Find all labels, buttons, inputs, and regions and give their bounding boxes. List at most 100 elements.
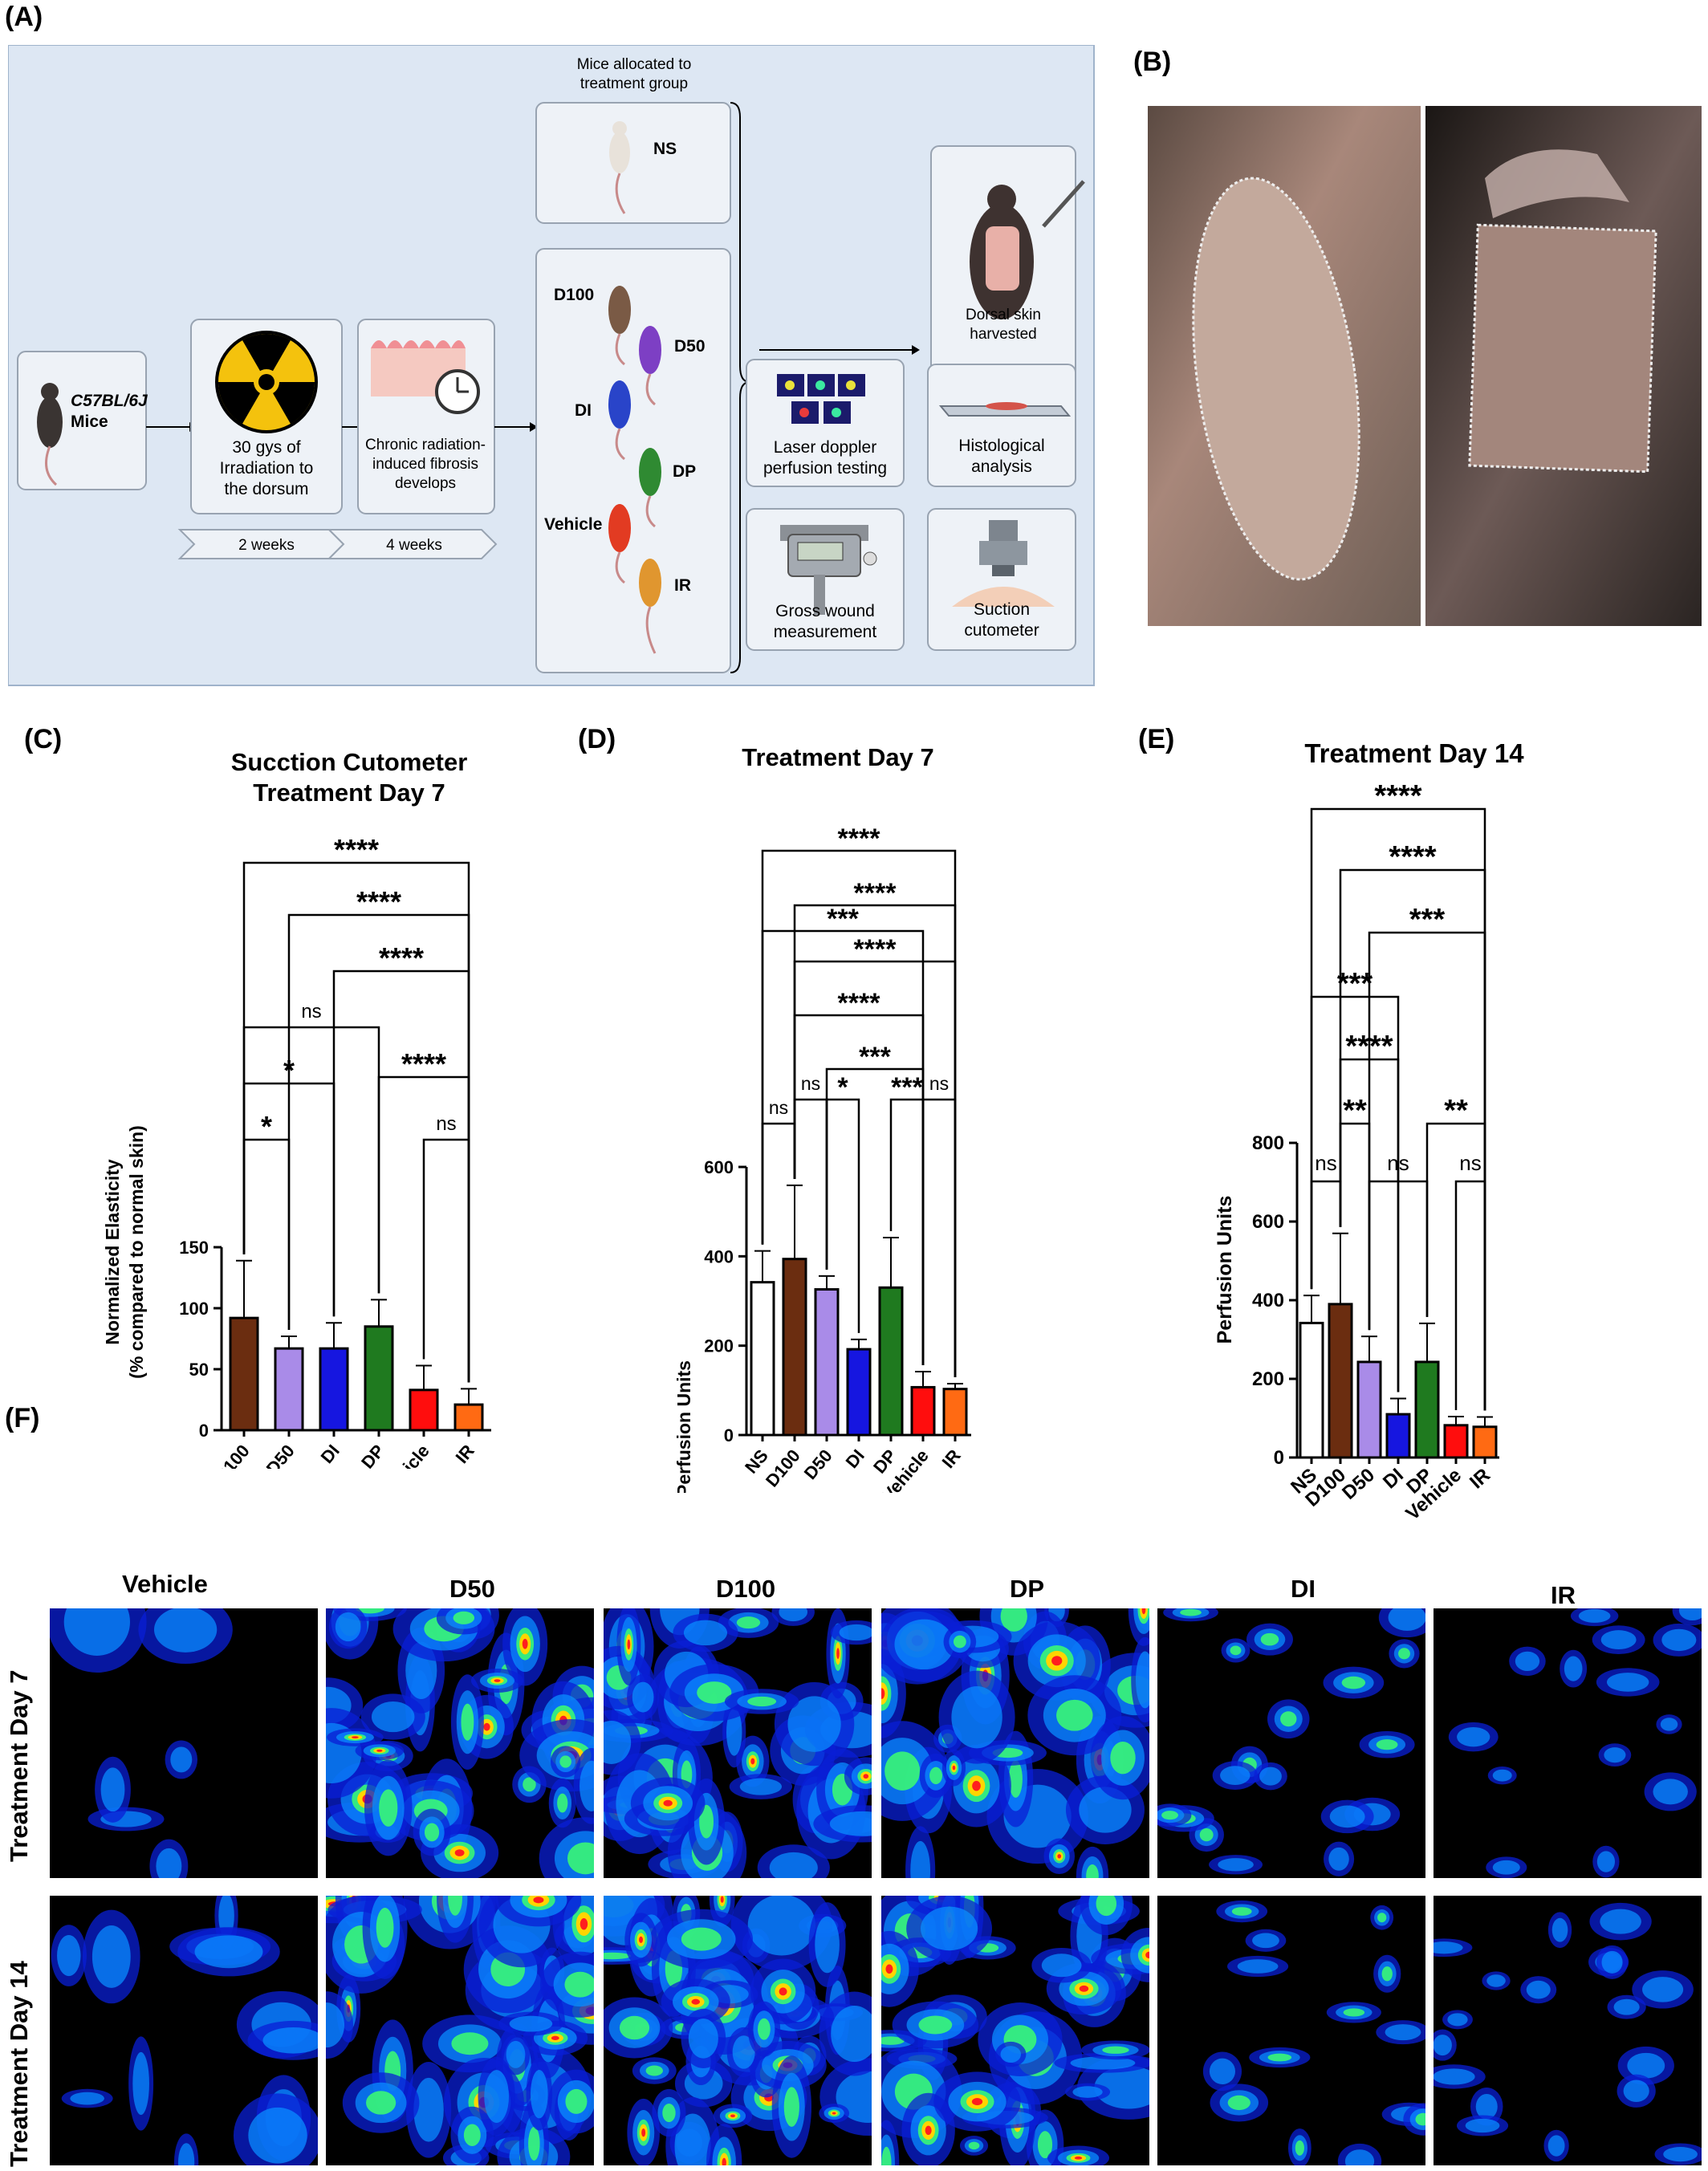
- significance-label: ****: [838, 823, 881, 854]
- x-tick-label: DI: [317, 1441, 344, 1467]
- dorsal-harvest-icon: [970, 180, 1085, 319]
- significance-bracket: [1310, 807, 1486, 1411]
- significance-label: ****: [401, 1047, 446, 1080]
- chart-e: Treatment Day 14 Perfusion Units 0200400…: [1214, 738, 1524, 1525]
- ns-mouse-icon: [609, 121, 630, 214]
- heatmap-col-vehicle: Vehicle: [122, 1570, 208, 1598]
- panel-label-c: (C): [24, 724, 63, 754]
- significance-bracket: [242, 1026, 380, 1294]
- bar-dp: [878, 1286, 904, 1437]
- bar-dp: [364, 1325, 394, 1432]
- perfusion-heatmap-di-day7: [1157, 1608, 1425, 1878]
- y-tick-label: 0: [199, 1421, 209, 1441]
- heatmap-col-d100: D100: [716, 1575, 776, 1603]
- mouse-strain-label: C57BL/6J Mice: [71, 392, 152, 431]
- bar-dp: [1414, 1360, 1440, 1459]
- x-tick-label: D50: [1338, 1464, 1379, 1504]
- y-tick-label: 400: [704, 1246, 734, 1266]
- chart-c-title-line2: Treatment Day 7: [253, 779, 445, 807]
- y-tick-label: 600: [1252, 1211, 1284, 1233]
- heatmap-col-dp: DP: [1010, 1575, 1045, 1603]
- bar-vehicle: [910, 1385, 936, 1437]
- significance-label: ****: [854, 878, 897, 909]
- significance-bracket: [1339, 1122, 1371, 1331]
- skin-tissue-icon: [371, 340, 480, 414]
- significance-label: ***: [827, 904, 859, 934]
- significance-bracket: [1310, 1180, 1342, 1290]
- y-tick-label: 200: [1252, 1368, 1284, 1390]
- group-ir: IR: [674, 576, 691, 595]
- bar-d50: [1356, 1360, 1382, 1459]
- chart-d: Treatment Day 7 Perfusion Units 02004006…: [673, 743, 971, 1493]
- bar-d50: [274, 1347, 304, 1432]
- panel-label-a: (A): [5, 2, 43, 32]
- significance-label: ****: [379, 941, 424, 974]
- x-tick-label: D50: [262, 1441, 299, 1469]
- significance-label: *: [261, 1110, 272, 1143]
- bar-ir: [942, 1388, 968, 1437]
- perfusion-heatmap-di-day14: [1157, 1896, 1425, 2165]
- significance-bracket: [761, 1122, 796, 1245]
- significance-bracket: [1454, 1180, 1486, 1411]
- chart-d-ylabel: Perfusion Units: [673, 1360, 694, 1493]
- significance-bracket: [422, 1138, 470, 1383]
- perfusion-heatmap-ir-day14: [1434, 1896, 1702, 2165]
- panel-label-e: (E): [1138, 724, 1175, 754]
- chart-c-ylabel-line1: Normalized Elasticity: [102, 1159, 123, 1345]
- significance-bracket: [921, 1098, 957, 1377]
- significance-label: *: [837, 1072, 848, 1103]
- chart-c-ylabel-line2: (% compared to normal skin): [126, 1125, 147, 1379]
- chart-c: Sucction Cutometer Treatment Day 7 Norma…: [102, 748, 491, 1469]
- significance-label: ***: [1409, 903, 1446, 937]
- bar-d100: [229, 1316, 259, 1432]
- significance-label: ****: [356, 885, 401, 918]
- significance-bracket: [242, 861, 470, 1383]
- mouse-icon: [37, 383, 63, 486]
- perfusion-heatmap-dp-day14: [881, 1896, 1149, 2165]
- perfusion-heatmap-d50-day14: [326, 1896, 594, 2165]
- y-tick-label: 400: [1252, 1290, 1284, 1311]
- bar-ir: [453, 1403, 484, 1432]
- significance-label: ***: [859, 1042, 891, 1072]
- histology-slide-icon: [938, 402, 1072, 417]
- caliper-icon: [780, 525, 877, 615]
- bar-ns: [750, 1281, 775, 1437]
- y-tick-label: 200: [704, 1336, 734, 1356]
- chart-e-ylabel: Perfusion Units: [1214, 1196, 1236, 1344]
- four-weeks-arrow: [327, 529, 498, 559]
- x-tick-label: IR: [452, 1441, 478, 1467]
- significance-label: ns: [1459, 1151, 1481, 1175]
- panel-label-f: (F): [5, 1403, 40, 1433]
- x-tick-label: D100: [762, 1445, 804, 1490]
- group-di: DI: [575, 401, 592, 420]
- y-tick-label: 0: [1274, 1447, 1284, 1469]
- perfusion-heatmap-vehicle-day14: [50, 1896, 318, 2165]
- x-tick-label: DP: [357, 1441, 388, 1469]
- x-tick-label: DI: [842, 1445, 868, 1472]
- heatmap-col-ir: IR: [1551, 1581, 1576, 1609]
- bar-ir: [1472, 1425, 1498, 1459]
- heatmap-row-day14: Treatment Day 14: [5, 1961, 33, 2167]
- radiation-icon: [215, 331, 318, 433]
- perfusion-heatmap-vehicle-day7: [50, 1608, 318, 1878]
- y-tick-label: 50: [189, 1360, 209, 1380]
- significance-bracket: [332, 970, 470, 1383]
- group-ns: NS: [653, 140, 677, 158]
- y-tick-label: 100: [179, 1299, 209, 1319]
- perfusion-heatmap-d100-day14: [604, 1896, 872, 2165]
- bar-di: [319, 1347, 349, 1432]
- bar-d50: [814, 1288, 840, 1437]
- significance-label: ns: [301, 1001, 321, 1022]
- significance-label: ns: [801, 1073, 820, 1094]
- y-tick-label: 0: [724, 1425, 734, 1445]
- panel-label-d: (D): [578, 724, 616, 754]
- y-tick-label: 800: [1252, 1132, 1284, 1154]
- significance-label: ****: [1374, 779, 1421, 813]
